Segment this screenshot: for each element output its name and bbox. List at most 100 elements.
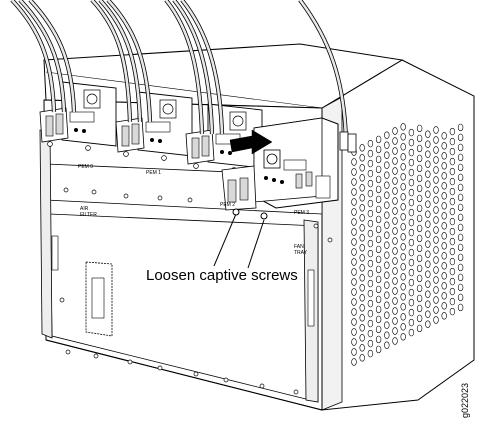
panel-screw <box>59 297 65 303</box>
callout-leader-lines <box>213 208 268 269</box>
vent-hole <box>425 240 431 248</box>
vent-hole <box>425 140 431 148</box>
vent-hole <box>400 213 406 221</box>
captive-screw-left <box>232 208 240 216</box>
vent-hole <box>400 293 406 301</box>
vent-hole <box>367 179 374 188</box>
vent-hole <box>449 187 456 196</box>
vent-hole <box>449 267 456 276</box>
vent-hole <box>392 287 398 295</box>
vent-hole <box>392 337 398 345</box>
power-cable <box>298 0 348 141</box>
chassis-side-panel <box>321 59 475 411</box>
vent-hole <box>351 158 357 166</box>
vent-hole <box>408 198 415 207</box>
vent-hole <box>449 137 456 146</box>
vent-hole <box>400 173 406 181</box>
vent-hole <box>367 339 374 348</box>
vent-hole <box>425 150 431 158</box>
vent-hole <box>392 147 398 155</box>
vent-hole <box>392 307 398 315</box>
vent-hole <box>433 246 439 254</box>
vent-hole <box>457 283 464 292</box>
vent-hole <box>441 182 447 190</box>
vent-hole <box>425 160 431 168</box>
panel-screw <box>63 187 69 193</box>
vent-hole <box>416 144 423 153</box>
vent-hole <box>384 131 390 139</box>
vent-hole <box>425 130 431 138</box>
vent-hole <box>367 299 374 308</box>
vent-hole <box>433 206 439 214</box>
vent-hole <box>408 258 415 267</box>
label-air-filter-1: AIR <box>80 206 89 212</box>
vent-hole <box>384 171 390 179</box>
vent-hole <box>416 214 423 223</box>
vent-hole <box>367 279 374 288</box>
vent-hole <box>441 172 447 180</box>
vent-hole <box>425 200 431 208</box>
vent-hole <box>457 153 464 162</box>
vent-hole <box>367 239 374 248</box>
panel-screw <box>293 389 299 395</box>
vent-hole <box>375 175 382 184</box>
vent-hole <box>375 285 382 294</box>
vent-hole <box>449 157 456 166</box>
vent-hole <box>400 253 406 261</box>
vent-hole <box>351 318 357 326</box>
vent-hole <box>375 275 382 284</box>
vent-hole <box>375 335 382 344</box>
vent-hole <box>408 288 415 297</box>
vent-hole <box>408 278 415 287</box>
vent-hole <box>449 227 456 236</box>
vent-hole <box>449 147 456 156</box>
vent-hole <box>359 214 365 222</box>
vent-hole <box>457 183 464 192</box>
vent-hole <box>425 210 431 218</box>
vent-hole <box>351 238 357 246</box>
vent-hole <box>449 257 456 266</box>
vent-hole <box>449 287 456 296</box>
vent-hole <box>416 224 423 233</box>
vent-hole <box>367 309 374 318</box>
vent-hole <box>367 249 374 258</box>
label-pem0: PEM 0 <box>78 164 93 170</box>
panel-screw <box>127 359 133 365</box>
vent-hole <box>400 183 406 191</box>
vent-hole <box>384 241 390 249</box>
vent-hole <box>375 315 382 324</box>
vent-hole <box>400 243 406 251</box>
panel-screw <box>65 349 71 355</box>
vent-hole <box>433 276 439 284</box>
vent-hole <box>375 255 382 264</box>
vent-hole <box>441 312 447 320</box>
vent-hole <box>367 159 374 168</box>
vent-hole <box>441 302 447 310</box>
vent-hole <box>375 225 382 234</box>
power-cable <box>180 0 224 135</box>
vent-hole <box>457 133 464 142</box>
vent-hole <box>441 132 447 140</box>
panel-screw <box>259 383 265 389</box>
vent-hole <box>351 258 357 266</box>
vent-hole <box>408 138 415 147</box>
vent-hole <box>416 134 423 143</box>
vent-hole <box>416 234 423 243</box>
vent-hole <box>367 349 374 358</box>
vent-hole <box>351 228 357 236</box>
power-cable <box>99 0 142 123</box>
vent-hole <box>457 123 464 132</box>
vent-hole <box>457 273 464 282</box>
vent-hole <box>359 184 365 192</box>
vent-hole <box>392 187 398 195</box>
vent-hole <box>449 167 456 176</box>
vent-hole <box>416 314 423 323</box>
vent-hole <box>359 154 365 162</box>
panel-screw <box>157 195 163 201</box>
vent-hole <box>457 233 464 242</box>
power-cable <box>19 0 66 113</box>
vent-hole <box>351 338 357 346</box>
vent-hole <box>359 354 365 362</box>
vent-hole <box>408 228 415 237</box>
vent-hole <box>457 293 464 302</box>
